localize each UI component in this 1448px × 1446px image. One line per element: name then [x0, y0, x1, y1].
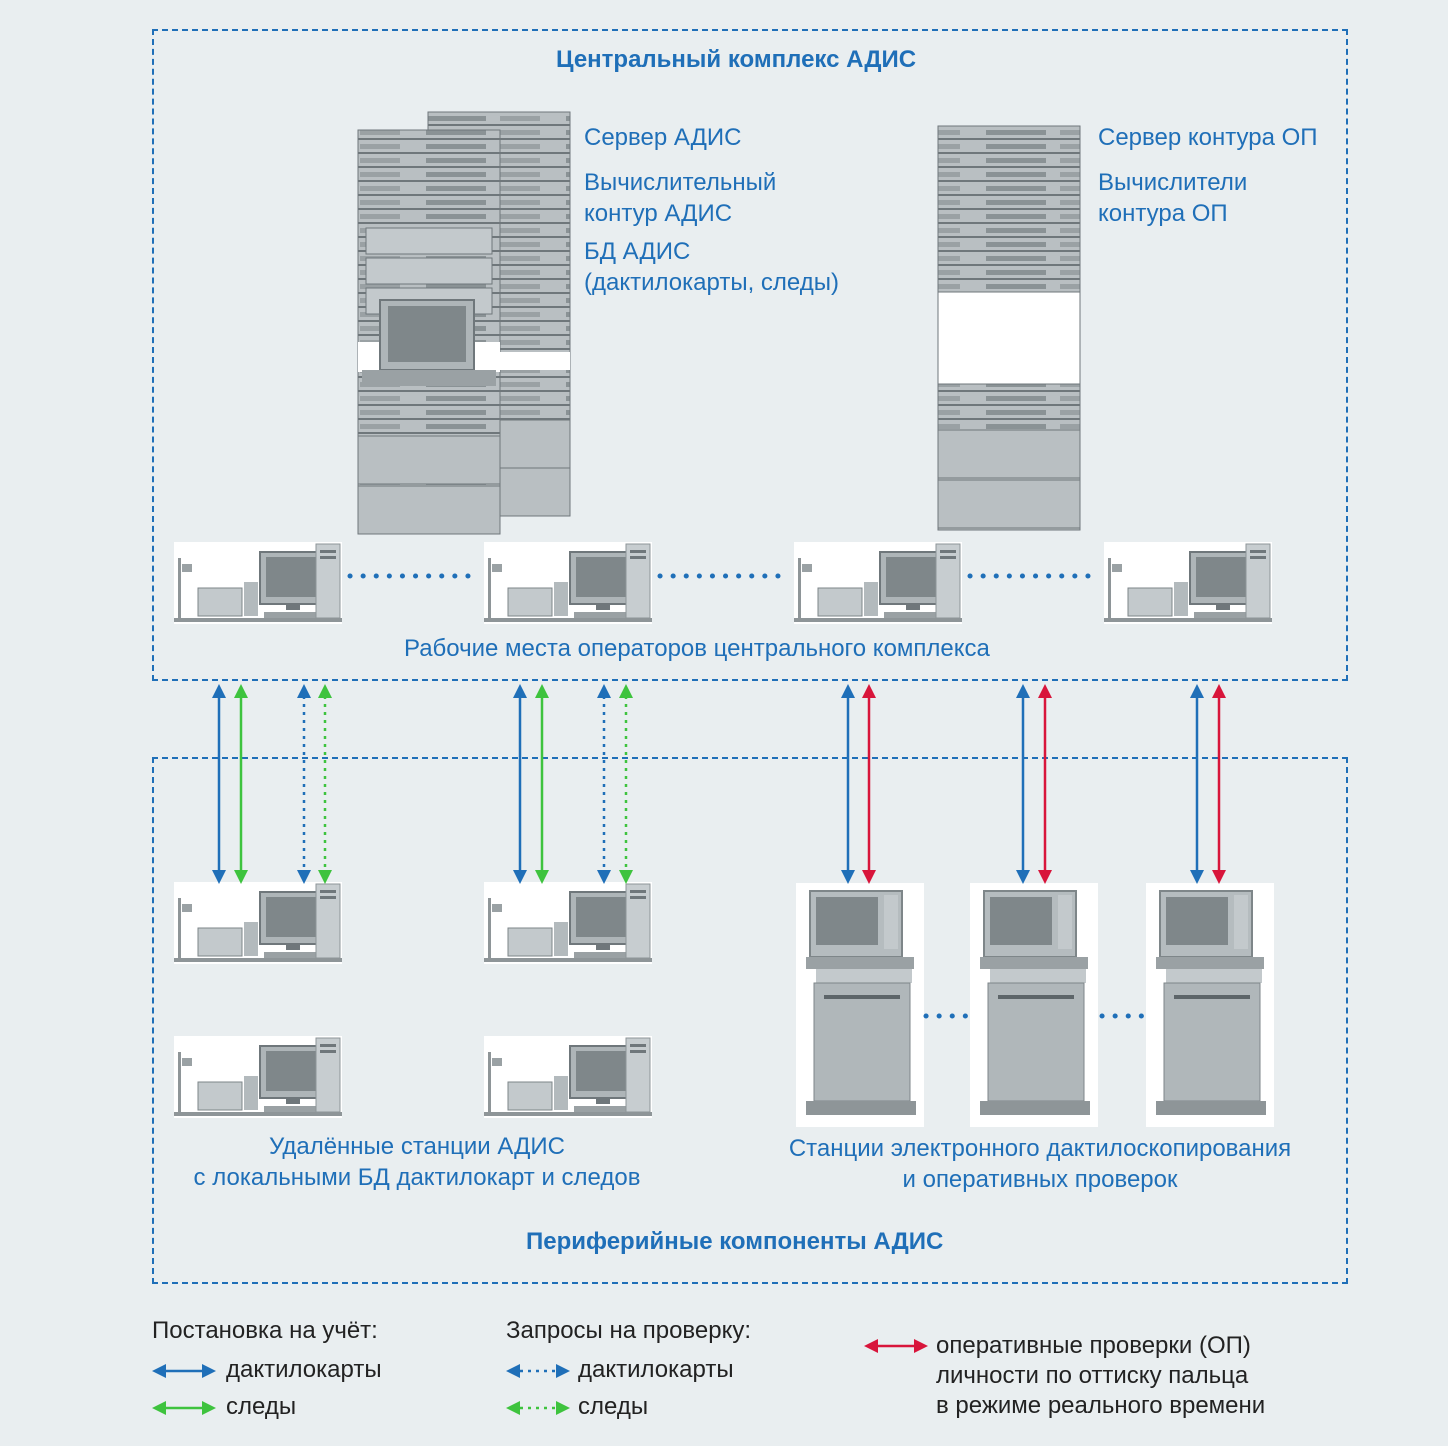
central-workstation-1 [173, 541, 343, 625]
connection-arrows [212, 684, 1226, 884]
workstations-label: Рабочие места операторов центрального ко… [404, 635, 990, 662]
compute-contour-label-1: Вычислительный [584, 169, 777, 196]
legend-arrows [152, 1339, 928, 1415]
legend-requests-title: Запросы на проверку: [506, 1317, 752, 1344]
kiosk-station-3 [1145, 882, 1275, 1128]
server-op-label: Сервер контура ОП [1098, 124, 1318, 151]
legend-op-line-1: оперативные проверки (ОП) [936, 1332, 1251, 1359]
op-server-rack [937, 125, 1081, 531]
compute-contour-label-2: контур АДИС [584, 200, 733, 227]
legend-requests-cards: дактилокарты [578, 1356, 734, 1383]
remote-stations-label-2: с локальными БД дактилокарт и следов [193, 1164, 641, 1191]
legend-op-line-3: в режиме реального времени [936, 1392, 1266, 1419]
adis-server-rack [357, 111, 571, 535]
server-adis-label: Сервер АДИС [584, 124, 742, 151]
remote-station-3 [173, 1035, 343, 1119]
remote-station-1 [173, 881, 343, 965]
central-workstation-3 [793, 541, 963, 625]
legend-registration-cards: дактилокарты [226, 1356, 382, 1383]
peripheral-title: Периферийные компоненты АДИС [526, 1228, 944, 1255]
calc-op-label-1: Вычислители [1098, 169, 1248, 196]
remote-station-2 [483, 881, 653, 965]
central-complex-frame [152, 29, 1348, 681]
electronic-stations-label-1: Станции электронного дактилоскопирования [788, 1135, 1292, 1162]
peripheral-frame [152, 757, 1348, 1284]
remote-station-4 [483, 1035, 653, 1119]
legend-registration-traces: следы [226, 1393, 297, 1420]
legend-registration-title: Постановка на учёт: [152, 1317, 378, 1344]
electronic-stations-label-2: и оперативных проверок [902, 1166, 1178, 1193]
kiosk-station-1 [795, 882, 925, 1128]
remote-stations-label-1: Удалённые станции АДИС [268, 1133, 566, 1160]
db-adis-label-1: БД АДИС [584, 238, 691, 265]
central-complex-title: Центральный комплекс АДИС [556, 46, 917, 73]
central-workstation-2 [483, 541, 653, 625]
central-workstation-4 [1103, 541, 1273, 625]
legend-requests-traces: следы [578, 1393, 649, 1420]
calc-op-label-2: контура ОП [1098, 200, 1228, 227]
legend-op-line-2: личности по оттиску пальца [936, 1362, 1249, 1389]
kiosk-station-2 [969, 882, 1099, 1128]
db-adis-label-2: (дактилокарты, следы) [584, 269, 839, 296]
